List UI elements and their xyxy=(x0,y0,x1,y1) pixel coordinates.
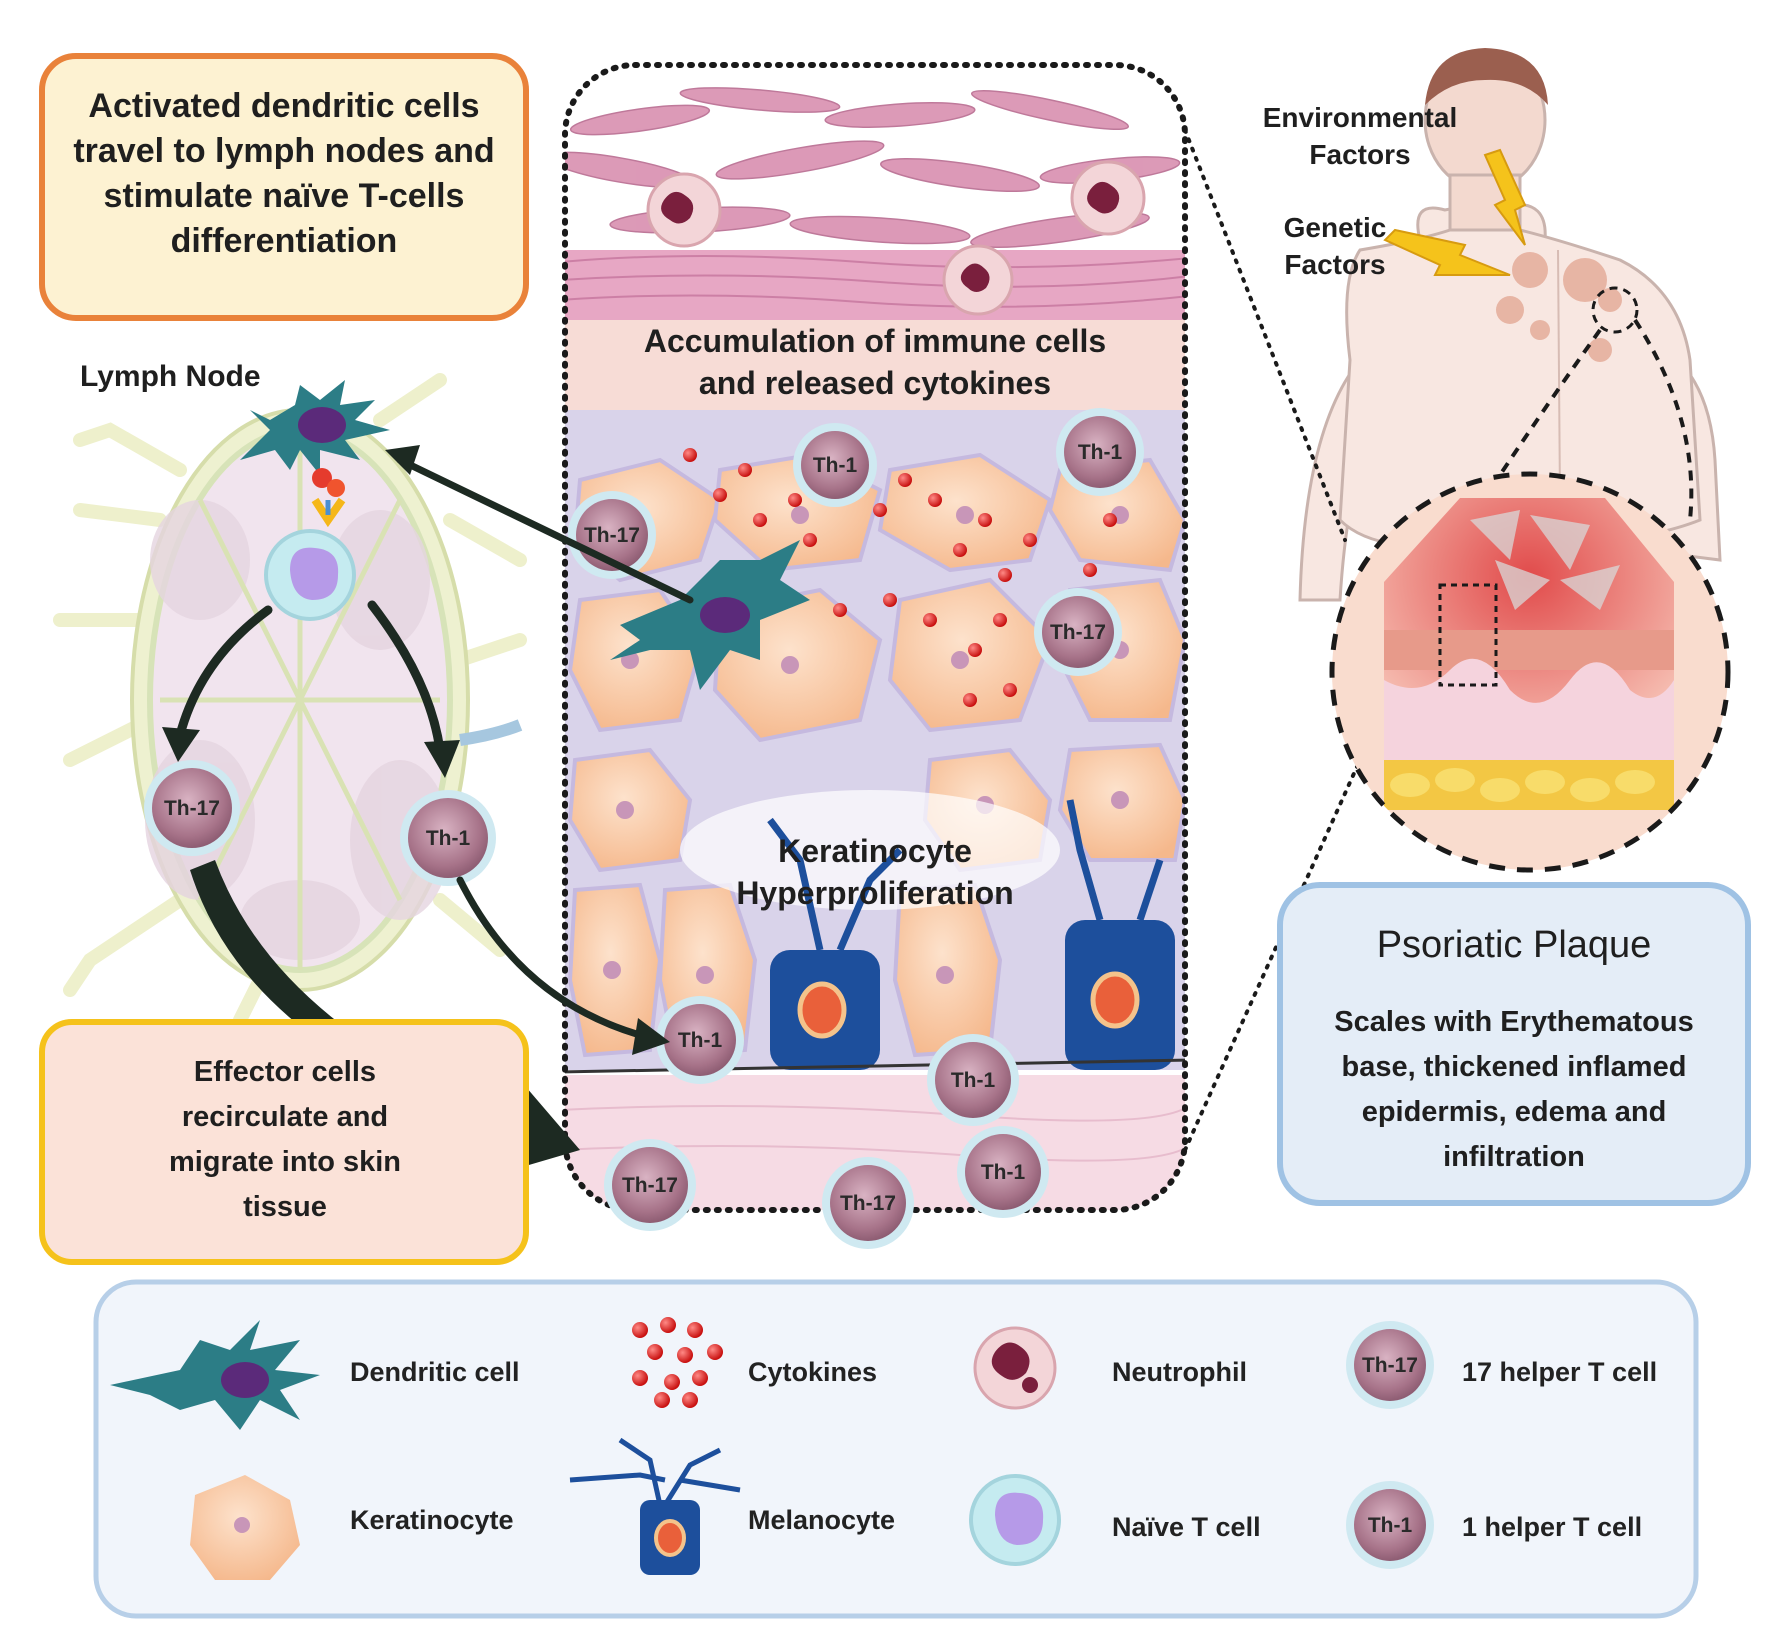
naive-t-cell-icon xyxy=(969,1474,1061,1566)
psoriatic-plaque-box xyxy=(1277,882,1751,1206)
plaque-description: Scales with Erythematous base, thickened… xyxy=(1334,1006,1694,1173)
migration-arrows xyxy=(396,456,694,1039)
skin-th1-cell: Th-1 xyxy=(927,1034,1019,1126)
svg-text:Th-1: Th-1 xyxy=(813,454,858,477)
recirculation-arrow xyxy=(190,860,580,1175)
skin-th1-cell: Th-1 xyxy=(1056,408,1144,496)
legend-label-keratinocyte: Keratinocyte xyxy=(350,1505,514,1535)
accumulation-label: Accumulation of immune cells and release… xyxy=(643,323,1107,402)
legend-label-th17: 17 helper T cell xyxy=(1462,1357,1658,1387)
zoom-connector-lines xyxy=(1498,318,1694,521)
svg-text:Th-1: Th-1 xyxy=(678,1029,723,1052)
lymph-th1-cell: Th-1 xyxy=(400,790,496,886)
dendritic-cell-icon xyxy=(110,1320,320,1430)
legend-label-dendritic-cell: Dendritic cell xyxy=(350,1357,520,1387)
keratinocyte-icon xyxy=(190,1475,300,1580)
legend-label-naive-t-cell: Naïve T cell xyxy=(1112,1512,1261,1542)
hyperproliferation-label: Keratinocyte Hyperproliferation xyxy=(736,833,1014,912)
legend-label-melanocyte: Melanocyte xyxy=(748,1505,896,1535)
lymph-node-illustration xyxy=(53,373,527,1027)
skin-th1-cell: Th-1 xyxy=(793,423,877,507)
plaque-title: Psoriatic Plaque xyxy=(1376,924,1652,966)
effector-info-box xyxy=(39,1019,529,1265)
genetic-factor-bolt xyxy=(1383,228,1511,276)
legend-label-neutrophil: Neutrophil xyxy=(1112,1357,1247,1387)
legend-box xyxy=(93,1279,1699,1619)
svg-text:Th-1: Th-1 xyxy=(951,1069,996,1092)
skin-th17-cell: Th-17 xyxy=(604,1139,696,1231)
legend-label-cytokines: Cytokines xyxy=(748,1357,878,1387)
svg-text:Th-17: Th-17 xyxy=(164,797,220,820)
melanocyte-icon xyxy=(569,1437,741,1575)
dendritic-info-box xyxy=(39,53,529,321)
svg-text:Th-17: Th-17 xyxy=(622,1174,678,1197)
svg-text:Th-1: Th-1 xyxy=(981,1161,1026,1184)
th1-cell-icon: Th-1 xyxy=(1346,1481,1434,1569)
environmental-factors-label: Environmental Factors xyxy=(1262,102,1458,170)
legend-label-th1: 1 helper T cell xyxy=(1462,1512,1643,1542)
magnified-plaque-circle xyxy=(1329,471,1731,873)
svg-text:Th-1: Th-1 xyxy=(1368,1514,1413,1537)
th17-cell-icon: Th-17 xyxy=(1346,1321,1434,1409)
skin-th1-cell: Th-1 xyxy=(957,1126,1049,1218)
dendritic-info-text: Activated dendritic cells travel to lymp… xyxy=(73,87,495,260)
effector-info-text: Effector cells recirculate and migrate i… xyxy=(168,1056,402,1223)
lymph-node-dendritic-cell xyxy=(240,380,390,528)
panel-connector-lines xyxy=(1183,128,1362,1152)
svg-text:Th-1: Th-1 xyxy=(426,827,471,850)
skin-th17-cell: Th-17 xyxy=(1034,588,1122,676)
lymph-th17-cell: Th-17 xyxy=(144,760,240,856)
svg-text:Th-17: Th-17 xyxy=(840,1192,896,1215)
genetic-factors-label: Genetic Factors xyxy=(1283,212,1387,280)
svg-text:Th-17: Th-17 xyxy=(1050,621,1106,644)
environmental-factor-bolt xyxy=(1483,148,1527,246)
differentiation-arrows xyxy=(175,600,445,755)
cytokines-icon xyxy=(632,1317,723,1408)
svg-text:Th-1: Th-1 xyxy=(1078,441,1123,464)
naive-t-cell xyxy=(264,529,356,621)
skin-th1-cell: Th-1 xyxy=(656,996,744,1084)
svg-text:Th-17: Th-17 xyxy=(1362,1354,1418,1377)
skin-th17-cell: Th-17 xyxy=(822,1157,914,1249)
lymph-node-title: Lymph Node xyxy=(80,360,261,393)
svg-text:Th-17: Th-17 xyxy=(584,524,640,547)
neutrophil-icon xyxy=(973,1326,1057,1410)
